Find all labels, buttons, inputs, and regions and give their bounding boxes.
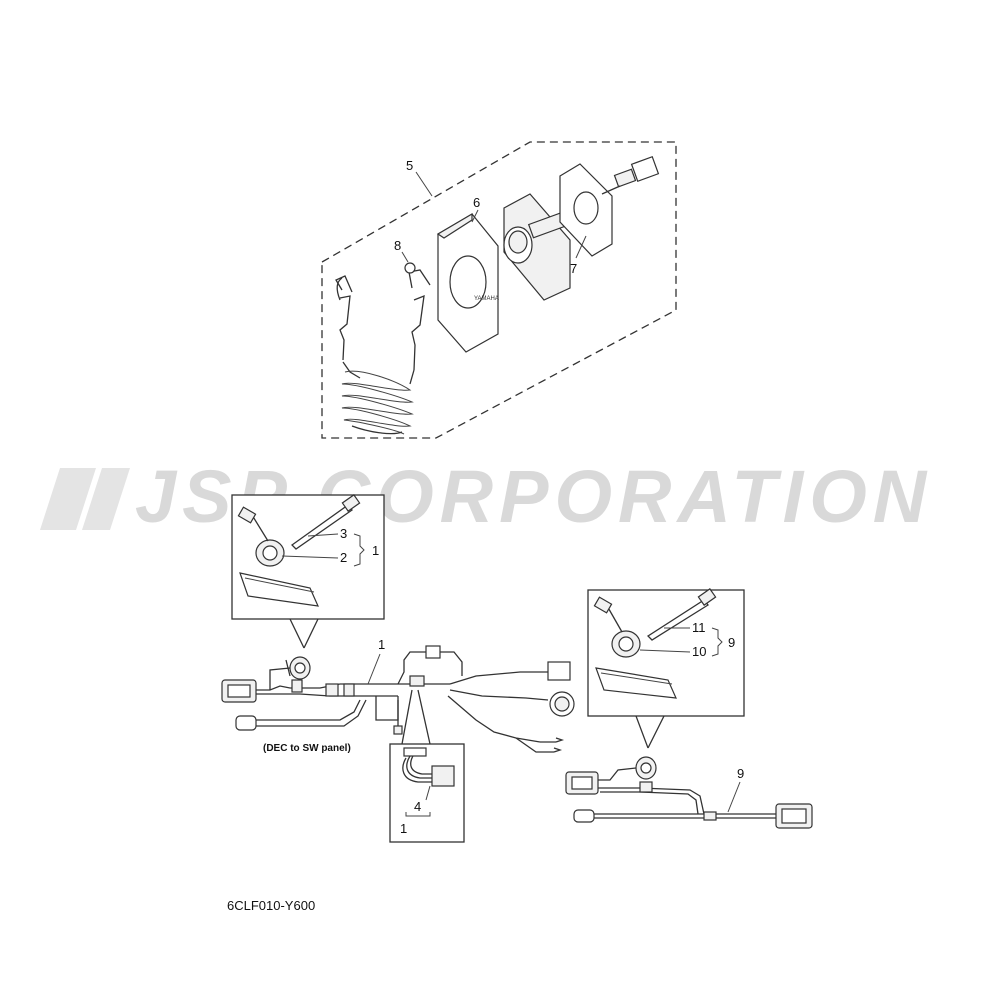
inline-connector-a: [291, 679, 303, 693]
inset-box-relay: [389, 689, 465, 843]
sensor-bracket-10: [593, 596, 641, 658]
main-wire-harness-1: [221, 645, 575, 753]
relay-4: [402, 747, 455, 787]
label-part-1-inset: 1: [372, 543, 379, 558]
inset-box-left: [231, 494, 385, 649]
fuse-holder: [425, 645, 441, 659]
stop-switch-body: [503, 193, 607, 301]
lanyard-switch-assembly: YAMAHA: [321, 141, 677, 439]
label-part-7: 7: [570, 261, 577, 276]
label-part-5: 5: [406, 158, 413, 173]
caption-dec-to-sw-panel: (DEC to SW panel): [263, 743, 351, 754]
label-part-9-harness: 9: [737, 766, 744, 781]
harness-connector-small: [235, 715, 257, 731]
inset-box-right: [587, 588, 745, 749]
assembly-5-dashed-outline: [321, 141, 677, 439]
label-part-4: 4: [414, 799, 421, 814]
cable-tie-11: [646, 588, 717, 641]
harness9-connector-small: [573, 809, 595, 823]
label-part-2: 2: [340, 550, 347, 565]
diagram-code: 6CLF010-Y600: [227, 898, 315, 913]
inline-connector-c: [343, 683, 355, 697]
sub-wire-harness-9: [565, 756, 813, 829]
label-part-1-harness: 1: [378, 637, 385, 652]
label-part-3: 3: [340, 526, 347, 541]
svg-text:YAMAHA: YAMAHA: [474, 296, 499, 302]
cover-plate-6: YAMAHA: [436, 212, 499, 353]
inline-connector-d: [409, 675, 425, 687]
inline-connector-b: [325, 683, 339, 697]
watermark-logo: JSP CORPORATION: [40, 455, 926, 538]
harness-connector-right-a: [547, 661, 571, 681]
clip-8: [404, 262, 416, 274]
label-part-1-relay: 1: [400, 821, 407, 836]
gasket-7: [559, 163, 613, 257]
label-part-11: 11: [692, 620, 706, 635]
coiled-lanyard: [335, 262, 431, 435]
label-part-10: 10: [692, 644, 706, 659]
cable-tie-3: [290, 494, 361, 550]
switch-connector: [601, 156, 660, 195]
sensor-bracket-2: [237, 506, 285, 567]
label-part-6: 6: [473, 195, 480, 210]
label-part-8: 8: [394, 238, 401, 253]
label-part-9-inset: 9: [728, 635, 735, 650]
